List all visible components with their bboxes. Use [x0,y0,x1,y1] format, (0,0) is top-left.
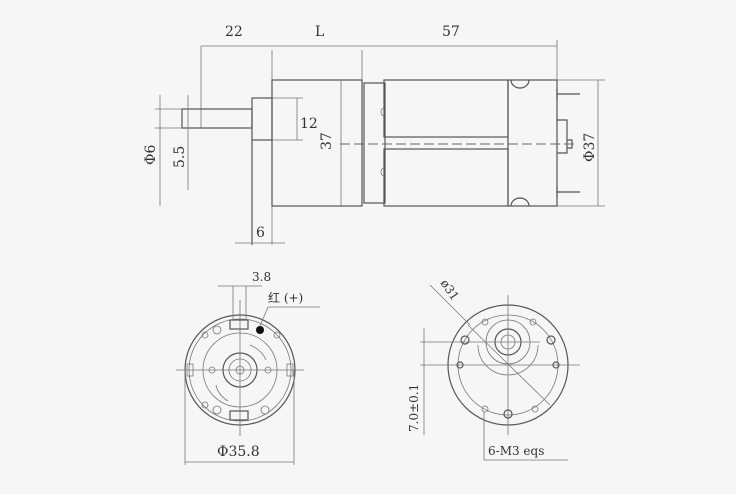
dim-screws: 6-M3 eqs [488,444,544,458]
terminal-positive [229,319,249,330]
dim-motor-length: 57 [442,24,460,40]
side-view: 22 L 57 12 37 Φ37 [143,24,605,245]
dim-bolt-circle: ø31 [438,277,462,303]
dim-offset: 7.0±0.1 [407,384,421,432]
positive-marker-dot [256,326,264,334]
dim-diameter: Φ35.8 [217,444,260,460]
dim-terminal-width: 3.8 [252,270,271,284]
front-view: ø31 7.0±0.1 6-M3 eqs [407,277,580,461]
motor-end-cap [507,79,558,207]
dim-gearbox-length: L [315,24,324,40]
dim-shaft-length: 22 [225,24,243,40]
terminal-label: 红 (+) [268,290,303,305]
gearbox-body [271,79,363,207]
output-shaft [181,108,253,129]
mounting-holes [456,318,560,419]
dim-boss-length: 6 [256,225,265,241]
motor-body-top [383,79,509,138]
dim-shaft-flat: 5.5 [172,146,188,168]
dim-motor-diameter: Φ37 [582,133,598,162]
motor-body-bottom [383,148,509,207]
rear-view: 3.8 红 (+) Φ35.8 [176,270,320,465]
motor-neck [363,82,386,204]
dim-gearbox-height: 37 [319,132,335,150]
terminal-negative [229,410,249,421]
dim-shaft-diameter: Φ6 [143,145,159,165]
dim-boss-diameter: 12 [300,116,318,132]
boss [251,97,273,141]
